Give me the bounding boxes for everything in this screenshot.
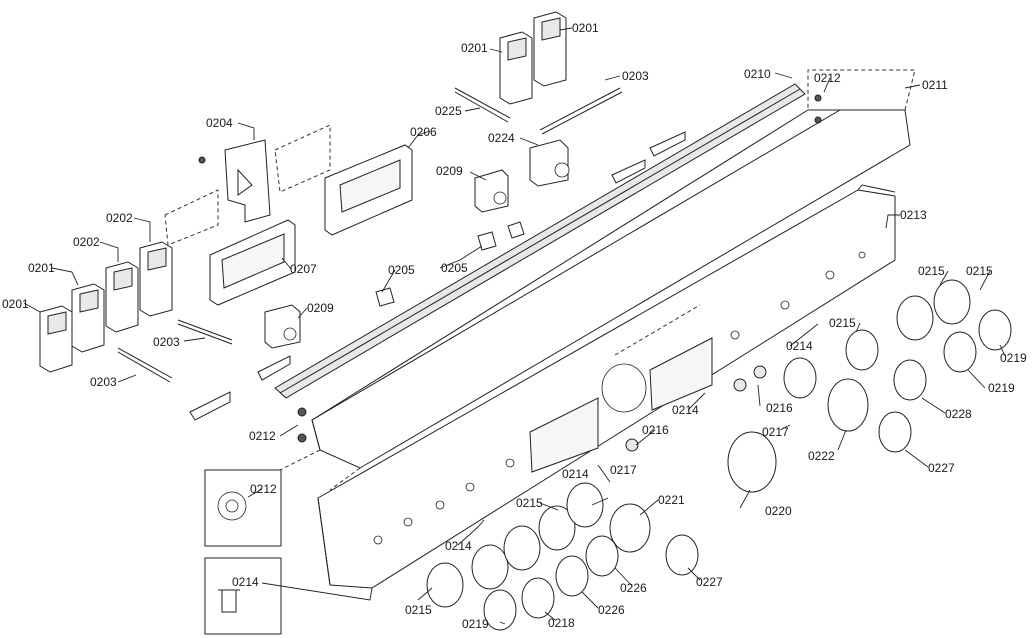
label-0203-3: 0203	[622, 69, 649, 83]
drawing	[39, 11, 1012, 635]
label-0209-1: 0209	[436, 164, 463, 178]
label-0227-1: 0227	[928, 461, 955, 475]
label-0204: 0204	[206, 116, 233, 130]
trim-strip	[274, 83, 806, 399]
label-0215-2: 0215	[966, 264, 993, 278]
label-0202-2: 0202	[73, 235, 100, 249]
label-0212-2: 0212	[249, 429, 276, 443]
label-0222: 0222	[808, 449, 835, 463]
label-0205-1: 0205	[388, 263, 415, 277]
label-0209-2: 0209	[307, 301, 334, 315]
label-0217-2: 0217	[610, 463, 637, 477]
label-0212-3: 0212	[250, 482, 277, 496]
label-0202-1: 0202	[106, 211, 133, 225]
clips	[189, 131, 686, 421]
label-0220: 0220	[765, 504, 792, 518]
label-0214-5: 0214	[232, 575, 259, 589]
label-0215-5: 0215	[405, 603, 432, 617]
insets	[198, 94, 822, 635]
label-0214-3: 0214	[562, 467, 589, 481]
label-0203-2: 0203	[90, 375, 117, 389]
label-0201-top-2: 0201	[572, 21, 599, 35]
label-0216-2: 0216	[642, 423, 669, 437]
label-0201-left-2: 0201	[28, 261, 55, 275]
label-0225: 0225	[435, 104, 462, 118]
label-0206: 0206	[410, 125, 437, 139]
label-0219-1: 0219	[1000, 351, 1027, 365]
label-0224: 0224	[488, 131, 515, 145]
control-modules-left	[39, 241, 173, 373]
label-0210: 0210	[744, 67, 771, 81]
label-0228: 0228	[945, 407, 972, 421]
label-0226-1: 0226	[620, 581, 647, 595]
label-0215-3: 0215	[829, 316, 856, 330]
leader-lines	[23, 27, 1006, 625]
label-0211: 0211	[922, 78, 948, 92]
display-boards	[209, 144, 413, 306]
label-0203-1: 0203	[153, 335, 180, 349]
control-modules-top	[499, 11, 567, 105]
switches	[264, 139, 570, 349]
label-0218: 0218	[548, 616, 575, 630]
label-0201-top-1: 0201	[461, 41, 488, 55]
label-0215-1: 0215	[918, 264, 945, 278]
label-0226-2: 0226	[598, 603, 625, 617]
label-0213: 0213	[900, 208, 927, 222]
label-0216-1: 0216	[766, 401, 793, 415]
control-panel-housing	[279, 69, 916, 491]
label-0205-2: 0205	[441, 261, 468, 275]
label-0214-4: 0214	[445, 539, 472, 553]
rods	[117, 87, 623, 383]
bracket	[164, 124, 331, 246]
label-0214-1: 0214	[786, 339, 813, 353]
knobs-bottom	[426, 438, 699, 631]
label-0219-2: 0219	[988, 381, 1015, 395]
label-0219-3: 0219	[462, 617, 489, 631]
label-0217-1: 0217	[762, 425, 789, 439]
label-0201-left-1: 0201	[2, 297, 29, 311]
knobs-right	[727, 279, 1012, 493]
label-0212-1: 0212	[814, 71, 841, 85]
label-0221: 0221	[658, 493, 685, 507]
label-0227-2: 0227	[696, 575, 723, 589]
back-panel	[317, 184, 896, 589]
label-0207: 0207	[290, 262, 317, 276]
callout-labels: 0201 0201 0201 0201 0202 0202 0203 0203 …	[2, 21, 1027, 631]
label-0215-4: 0215	[516, 496, 543, 510]
label-0214-2: 0214	[672, 403, 699, 417]
